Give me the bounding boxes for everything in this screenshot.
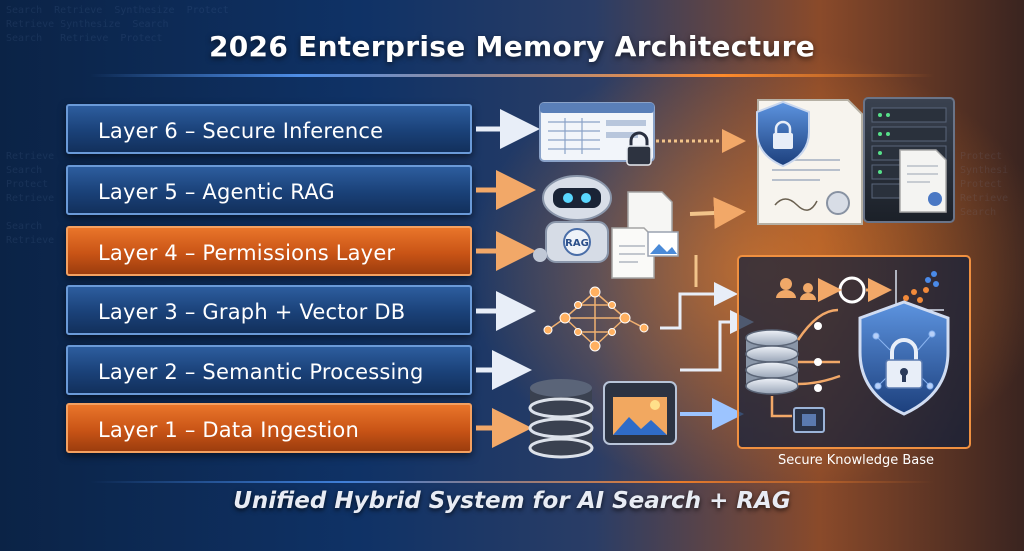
graph-network-icon — [543, 286, 649, 352]
document-stack-icon — [611, 191, 679, 279]
background-code-texture: Search Retrieve Synthesize Protect Retri… — [6, 5, 229, 44]
robot-icon: RAG — [533, 175, 612, 263]
padlock-icon — [626, 131, 652, 166]
document-icon — [899, 149, 947, 213]
layer-2-box: Layer 2 – Semantic Processing — [66, 345, 472, 395]
layer-4-box: Layer 4 – Permissions Layer — [66, 226, 472, 276]
shield-icon — [756, 100, 810, 168]
knowledge-base-panel — [737, 255, 971, 449]
chip-icon — [793, 407, 825, 433]
table-window-icon — [539, 102, 655, 162]
knowledge-base-label: Secure Knowledge Base — [777, 453, 935, 468]
knowledge-database-icon — [745, 329, 799, 395]
knowledge-flow-connectors — [660, 255, 754, 372]
background-code-texture-left: Retrieve Search Protect Retrieve Search … — [6, 151, 55, 246]
robot-rag-badge: RAG — [565, 238, 589, 249]
subtitle: Unified Hybrid System for AI Search + RA… — [233, 488, 791, 514]
title-underline — [90, 74, 934, 77]
layer-1-box: Layer 1 – Data Ingestion — [66, 403, 472, 453]
image-card-icon — [603, 381, 677, 445]
layer-5-box: Layer 5 – Agentic RAG — [66, 165, 472, 215]
background-code-texture-right: Protect Synthesi Protect Retrieve Search — [960, 151, 1009, 218]
page-title: 2026 Enterprise Memory Architecture — [208, 30, 816, 63]
layer-arrows — [476, 109, 540, 448]
rag-connector — [689, 197, 746, 229]
user-icon — [776, 278, 816, 300]
layer-6-box: Layer 6 – Secure Inference — [66, 104, 472, 154]
subtitle-divider — [90, 481, 934, 483]
database-icon — [528, 379, 594, 459]
knowledge-shield-icon — [858, 300, 950, 416]
layer-3-box: Layer 3 – Graph + Vector DB — [66, 285, 472, 335]
